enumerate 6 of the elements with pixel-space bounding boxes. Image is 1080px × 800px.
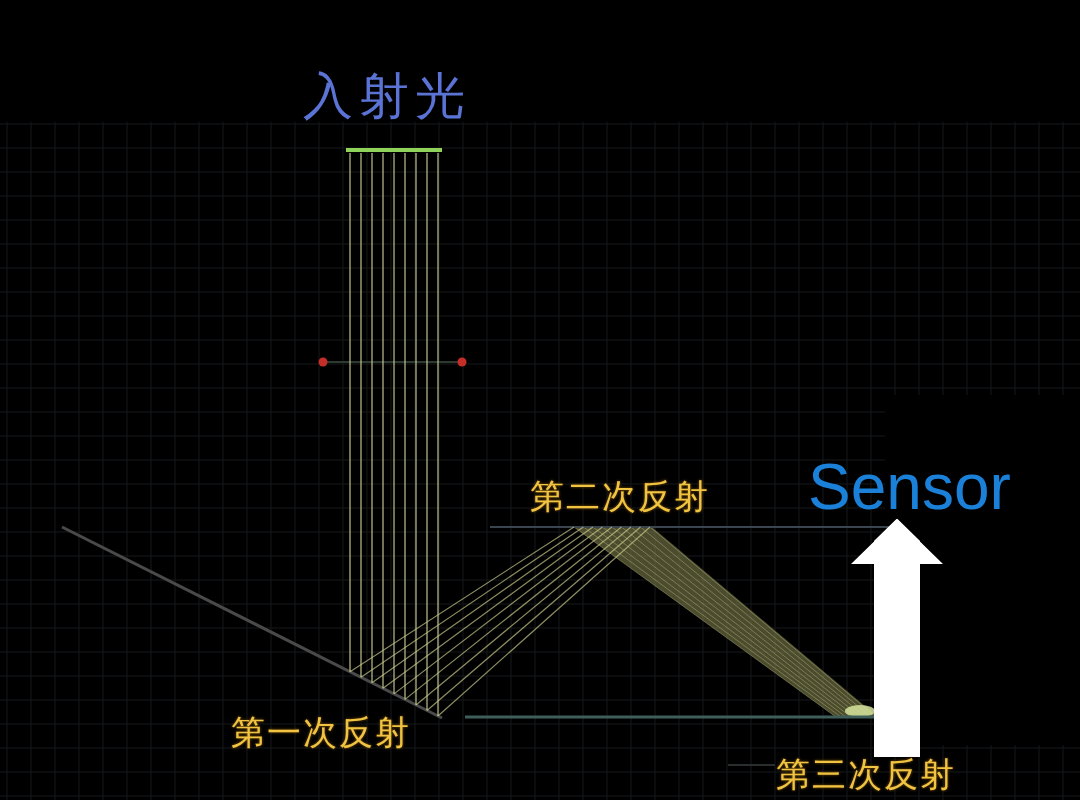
reflection-label: 第二次反射 xyxy=(530,479,710,513)
incident-light-label: 入射光 xyxy=(303,71,471,121)
reflection-label: 第一次反射 xyxy=(231,715,411,749)
reflection-label: 第三次反射 xyxy=(776,757,956,791)
sensor-label: Sensor xyxy=(808,455,1011,519)
block-arrow xyxy=(851,519,943,757)
